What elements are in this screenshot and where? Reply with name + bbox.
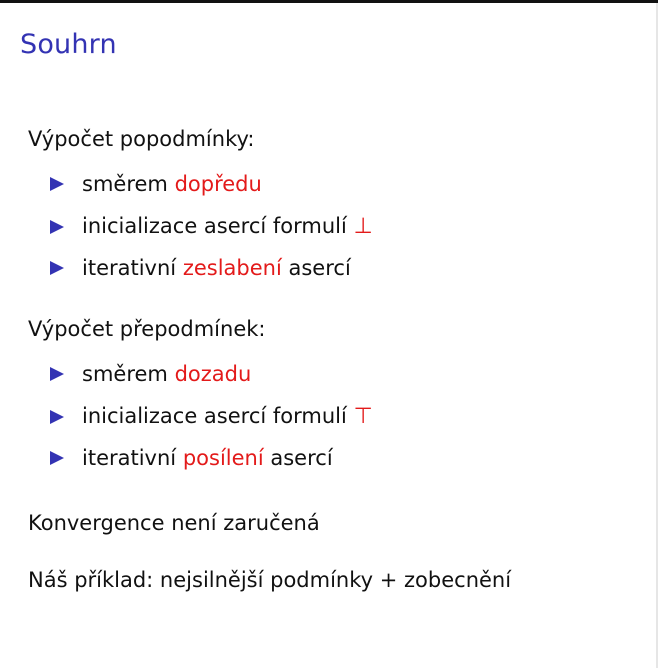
list-item: inicializace asercí formulí ⊤ [50,404,373,429]
item-highlight: zeslabení [182,256,282,280]
item-text-after: asercí [270,446,333,470]
slide-edge [656,3,658,668]
section-precondition: Výpočet přepodmínek: [28,319,265,340]
list-item: směrem dopředu [50,172,262,196]
item-text: iterativní [82,446,177,470]
list-item: směrem dozadu [50,362,251,386]
item-text: inicializace asercí formulí [82,404,347,428]
item-text-after: asercí [288,256,351,280]
bottom-symbol: ⊥ [353,214,373,239]
convergence-note: Konvergence není zaručená [28,511,320,535]
triangle-bullet-icon [50,261,64,275]
list-item: iterativní zeslabení asercí [50,256,351,280]
item-highlight: dozadu [174,362,252,386]
triangle-bullet-icon [50,367,64,381]
item-text: iterativní [82,256,177,280]
section-heading: Výpočet popodmínky: [28,127,255,151]
example-note: Náš příklad: nejsilnější podmínky + zobe… [28,568,512,592]
triangle-bullet-icon [50,219,64,234]
section-postcondition: Výpočet popodmínky: [28,129,254,150]
triangle-bullet-icon [50,451,64,465]
triangle-bullet-icon [50,177,64,191]
list-item: iterativní posílení asercí [50,446,333,470]
triangle-bullet-icon [50,409,64,424]
list-item: inicializace asercí formulí ⊥ [50,214,373,239]
top-symbol: ⊤ [353,404,373,429]
item-text: inicializace asercí formulí [82,214,347,238]
item-text: směrem [82,362,168,386]
item-highlight: posílení [182,446,264,470]
slide-title: Souhrn [20,29,117,60]
item-highlight: dopředu [174,172,262,196]
item-text: směrem [82,172,168,196]
section-heading: Výpočet přepodmínek: [28,317,266,341]
